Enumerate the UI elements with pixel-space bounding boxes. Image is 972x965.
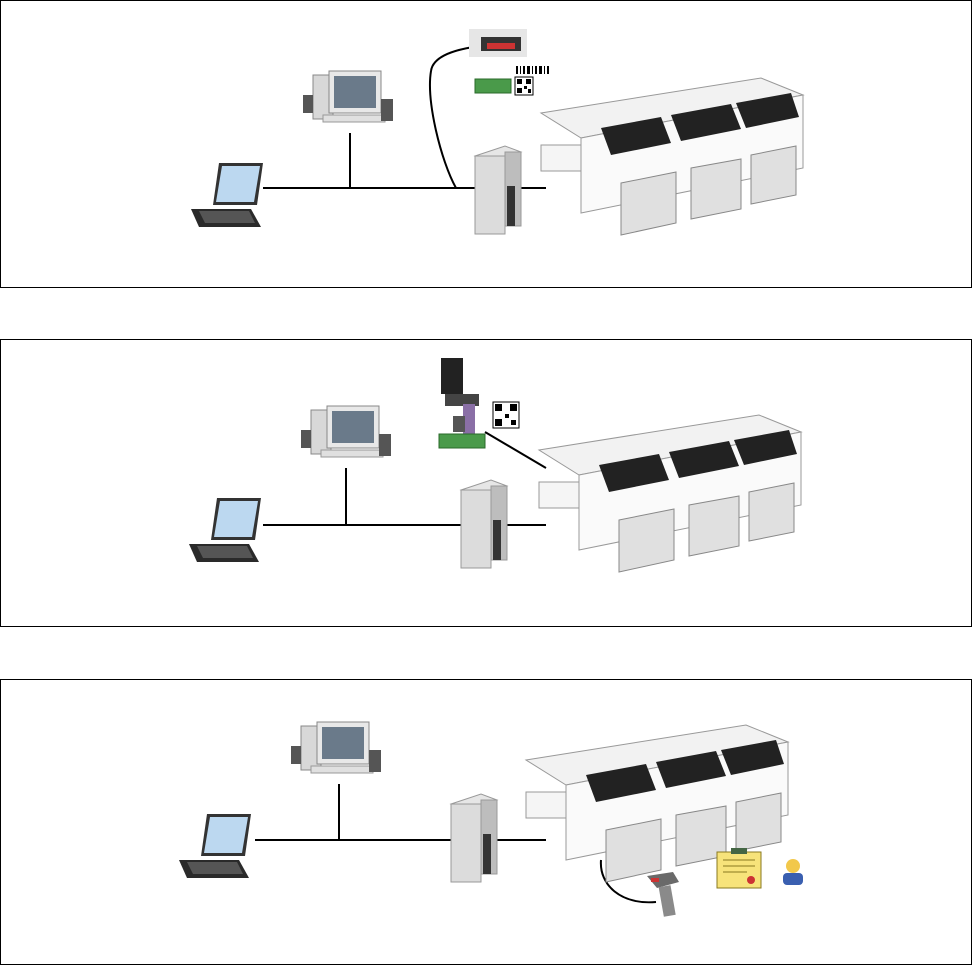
laptop-icon	[179, 814, 251, 878]
diagram-panel-2	[0, 339, 972, 627]
panel-1-canvas	[1, 1, 971, 287]
operator-icon	[783, 859, 803, 885]
pcb-board-icon	[475, 79, 511, 93]
diagram-panel-1	[0, 0, 972, 288]
desktop-pc-icon	[301, 406, 391, 457]
server-tower-icon	[451, 794, 497, 882]
desktop-pc-icon	[303, 71, 393, 122]
desktop-pc-icon	[291, 722, 381, 773]
handheld-scanner-icon	[647, 872, 679, 917]
document-icon	[717, 848, 761, 888]
2d-code-label-icon	[493, 402, 519, 428]
laser-barcode-scanner-icon	[469, 29, 527, 57]
camera-code-reader-icon	[441, 358, 479, 438]
2d-code-label-icon	[515, 77, 533, 95]
panel-2-canvas	[1, 340, 971, 626]
placement-line-icon	[539, 415, 801, 572]
panel-3-canvas	[1, 680, 971, 964]
laptop-icon	[189, 498, 261, 562]
server-tower-icon	[475, 146, 521, 234]
server-tower-icon	[461, 480, 507, 568]
barcode-label-icon	[515, 65, 551, 75]
laptop-icon	[191, 163, 263, 227]
pcb-board-icon	[439, 434, 485, 448]
diagram-panel-3	[0, 679, 972, 965]
placement-line-icon	[541, 78, 803, 235]
